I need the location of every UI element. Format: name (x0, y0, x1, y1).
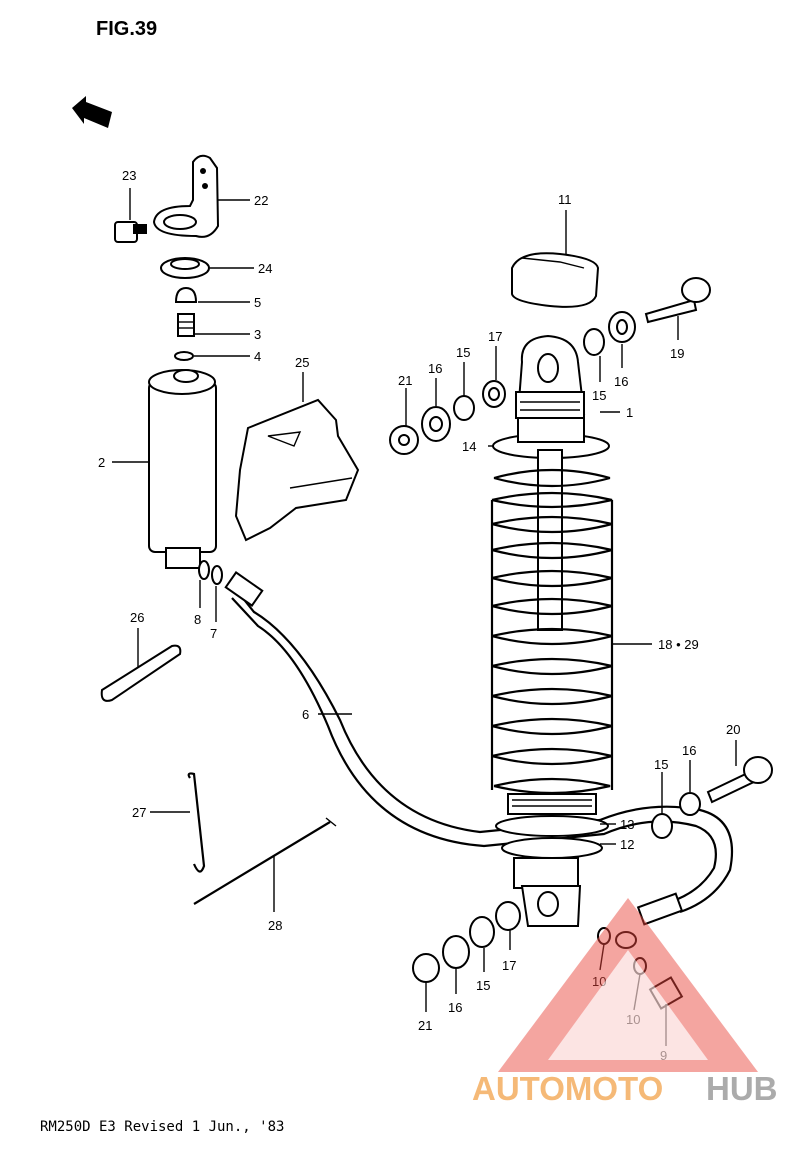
clip-part-27 (187, 772, 206, 873)
label-8: 8 (194, 612, 201, 627)
front-direction-arrow-icon (72, 96, 112, 128)
nut-part-21-upper (389, 425, 419, 455)
label-17-upper: 17 (488, 329, 502, 344)
collar-part-16-lower-right (679, 792, 701, 816)
adjuster-nut-part-12 (501, 837, 603, 859)
watermark-word-automoto: AUTOMOTO (472, 1070, 663, 1107)
bump-stopper-part-11 (511, 252, 600, 308)
cap-nut-part-5 (174, 286, 198, 303)
label-11: 11 (558, 192, 572, 207)
label-22: 22 (254, 193, 268, 208)
label-13: 13 (620, 817, 634, 832)
label-18-29: 18 • 29 (658, 637, 699, 652)
hose-part-6 (224, 571, 734, 914)
shock-rod (537, 449, 563, 631)
label-20: 20 (726, 722, 740, 737)
bolt-part-19 (644, 277, 711, 324)
label-4: 4 (254, 349, 261, 364)
washer-part-15-lower-left (469, 916, 495, 948)
footer-revision: RM250D E3 Revised 1 Jun., '83 (40, 1119, 284, 1135)
reservoir-tank-part-2 (148, 369, 217, 569)
label-26: 26 (130, 610, 144, 625)
label-17-lower: 17 (502, 958, 516, 973)
label-25: 25 (295, 355, 309, 370)
shock-lower-mount (513, 857, 582, 927)
label-15-upper-left: 15 (456, 345, 470, 360)
cap-part-24 (160, 257, 210, 279)
label-15-lower-right: 15 (654, 757, 668, 772)
clamp-part-25 (234, 398, 360, 542)
spring-part-18-29 (490, 468, 614, 795)
washer-part-15-upper-left (453, 395, 475, 421)
shock-body-lower (507, 793, 597, 815)
label-15-upper-right: 15 (592, 388, 606, 403)
label-16-upper-left: 16 (428, 361, 442, 376)
label-16-lower-left: 16 (448, 1000, 462, 1015)
label-21-upper: 21 (398, 373, 412, 388)
o-ring-part-4 (174, 351, 194, 361)
washer-part-7 (211, 565, 223, 585)
clip-part-26 (100, 644, 182, 702)
label-27: 27 (132, 805, 146, 820)
watermark-word-hub: HUB (706, 1070, 778, 1107)
bush-part-17-lower (495, 901, 521, 931)
valve-part-3 (177, 313, 195, 337)
bush-part-17-upper (482, 380, 506, 408)
collar-part-16-upper-right (608, 311, 636, 343)
nut-part-21-lower (412, 953, 440, 983)
label-14: 14 (462, 439, 476, 454)
label-16-upper-right: 16 (614, 374, 628, 389)
label-3: 3 (254, 327, 261, 342)
label-2: 2 (98, 455, 105, 470)
shock-upper-mount-part-1 (515, 334, 586, 419)
washer-part-8 (198, 560, 210, 580)
label-12: 12 (620, 837, 634, 852)
collar-part-16-lower-left (442, 935, 470, 969)
label-23: 23 (122, 168, 136, 183)
watermark-logo: AUTOMOTO HUB (472, 898, 778, 1107)
label-7: 7 (210, 626, 217, 641)
bracket-part-22 (152, 154, 220, 238)
cable-tie-part-28 (193, 817, 337, 905)
label-19: 19 (670, 346, 684, 361)
label-28: 28 (268, 918, 282, 933)
label-1: 1 (626, 405, 633, 420)
label-21-lower: 21 (418, 1018, 432, 1033)
washer-part-15-lower-right (651, 813, 673, 839)
lock-nut-part-13 (495, 815, 609, 837)
label-24: 24 (258, 261, 272, 276)
bolt-part-20 (706, 756, 773, 804)
collar-part-16-upper-left (421, 406, 451, 442)
label-5: 5 (254, 295, 261, 310)
bolt-part-23 (114, 221, 147, 243)
label-6: 6 (302, 707, 309, 722)
figure-title: FIG.39 (96, 18, 157, 40)
label-16-lower-right: 16 (682, 743, 696, 758)
label-15-lower-left: 15 (476, 978, 490, 993)
fitting-end-part (615, 892, 684, 949)
washer-part-15-upper-right (583, 328, 605, 356)
